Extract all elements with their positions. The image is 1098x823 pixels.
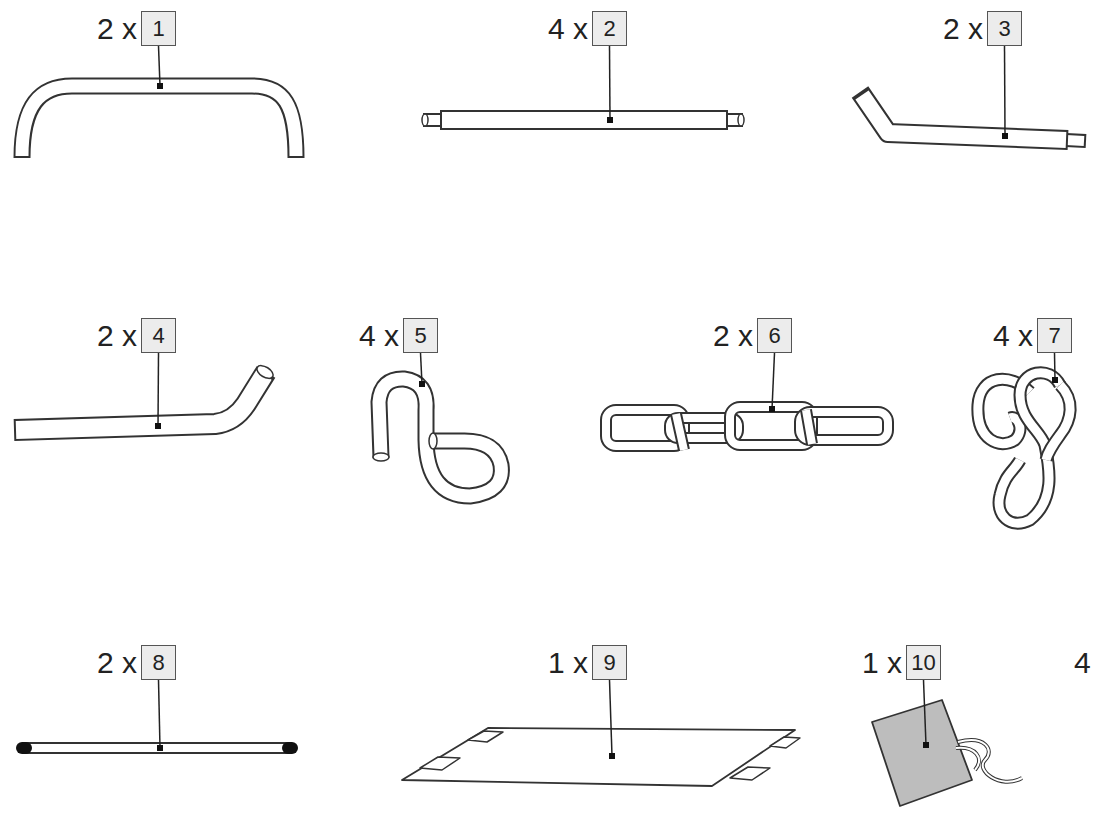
rod-part <box>16 742 298 754</box>
u-tube-part <box>22 86 296 158</box>
straight-tube-part <box>422 114 744 126</box>
leader-line <box>1052 353 1058 383</box>
chain-part <box>606 407 888 450</box>
callout-number: 5 <box>414 325 426 347</box>
callout-number: 9 <box>603 652 615 674</box>
callout-number: 10 <box>911 652 935 674</box>
s-hook-part <box>373 379 501 496</box>
leader-line <box>923 680 929 748</box>
quantity-label: 2 x <box>97 14 137 44</box>
quantity-label: 1 x <box>862 648 902 678</box>
callout-box: 4 <box>141 318 176 353</box>
bag-part <box>872 700 1022 806</box>
callout-number: 7 <box>1048 325 1060 347</box>
quantity-label: 2 x <box>97 321 137 351</box>
callout-number: 6 <box>768 325 780 347</box>
bent-tube-part <box>14 363 275 430</box>
callout-number: 3 <box>998 18 1010 40</box>
callout-number: 2 <box>603 18 615 40</box>
quantity-label: 2 x <box>97 648 137 678</box>
double-hook-part <box>978 373 1070 524</box>
callout-box: 6 <box>757 318 792 353</box>
leader-line <box>609 680 615 759</box>
callout-box: 10 <box>906 645 941 680</box>
callout-box: 3 <box>987 11 1022 46</box>
callout-box: 5 <box>403 318 438 353</box>
bent-tube-part <box>860 92 1086 141</box>
callout-box: 1 <box>141 11 176 46</box>
quantity-label: 2 x <box>713 321 753 351</box>
leader-line <box>155 353 161 429</box>
leader-line <box>157 680 163 751</box>
sheet-part <box>402 728 800 786</box>
leader-lines <box>155 46 1058 759</box>
callout-box: 9 <box>592 645 627 680</box>
leader-line <box>769 353 775 412</box>
leader-line <box>419 353 425 387</box>
callout-box: 7 <box>1037 318 1072 353</box>
callout-box: 8 <box>141 645 176 680</box>
callout-box: 2 <box>592 11 627 46</box>
leader-line <box>607 46 613 123</box>
callout-number: 4 <box>152 325 164 347</box>
leader-line <box>157 46 163 89</box>
callout-number: 8 <box>152 652 164 674</box>
quantity-label: 4 x <box>359 321 399 351</box>
leader-line <box>1002 46 1008 139</box>
quantity-label: 1 x <box>548 648 588 678</box>
quantity-label: 4 x <box>548 14 588 44</box>
quantity-label: 2 x <box>943 14 983 44</box>
cut-off-label: 4 <box>1074 648 1091 678</box>
quantity-label: 4 x <box>993 321 1033 351</box>
callout-number: 1 <box>152 18 164 40</box>
